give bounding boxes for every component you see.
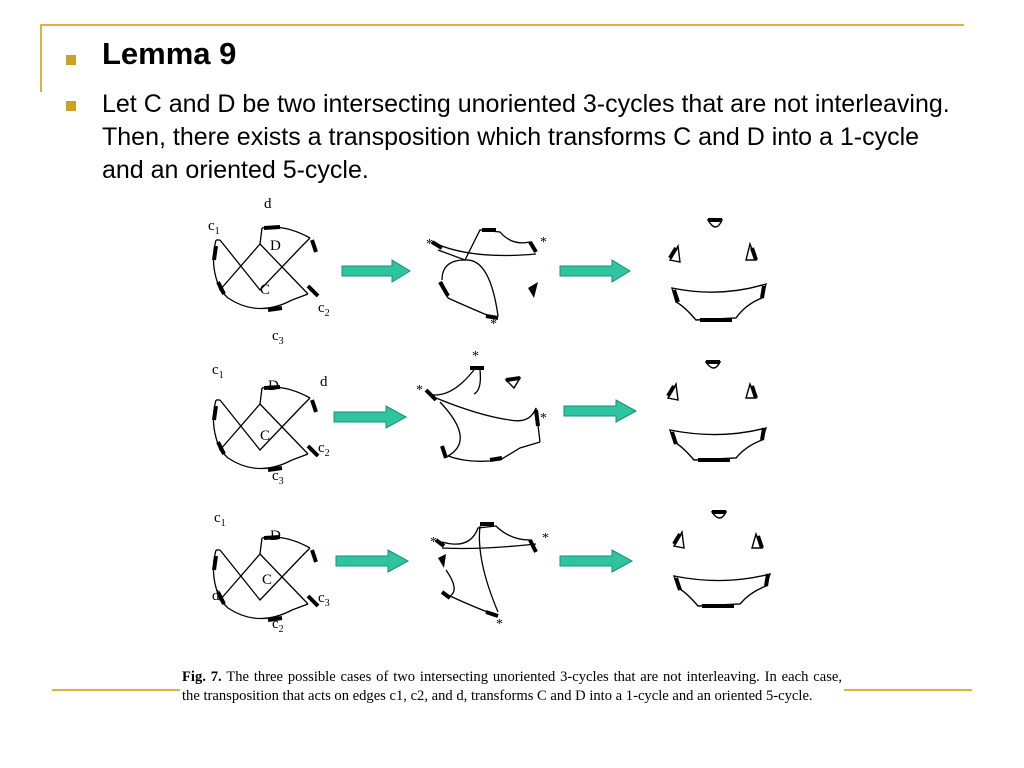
edge-ticks [212,535,320,622]
marker-star: * [426,237,433,252]
label-c2: c2 [272,616,284,635]
arrow-right-icon [333,405,408,429]
label-c1: c1 [208,218,220,237]
label-D: D [270,528,281,544]
top-rule [40,24,964,26]
marker-star: * [540,235,547,250]
result-cycles-diagram [666,361,768,461]
bottom-rule-right [844,689,972,691]
arrow-right-icon [559,259,631,283]
caption-text: The three possible cases of two intersec… [182,669,843,704]
label-D: D [270,238,281,254]
label-c3: c3 [272,328,284,347]
label-c3: c3 [272,468,284,487]
marker-star: * [430,535,437,550]
lemma-statement: Let C and D be two intersecting unorient… [102,90,950,184]
label-D: D [268,378,279,394]
marker-star: * [490,317,497,332]
edge-ticks [212,225,320,312]
one-cycle-shape [528,282,538,298]
label-d: d [320,374,328,390]
figure-row-3: c1 D C d c3 c2 * * * [212,510,772,635]
label-c1: c1 [214,510,226,529]
label-c2: c2 [318,300,330,319]
caption-label: Fig. 7. [182,669,222,685]
figure-caption: Fig. 7. The three possible cases of two … [182,668,842,706]
figure-row-1: c1 d D C c2 c3 * * * [208,196,768,347]
arrow-right-icon [559,549,634,573]
marker-star: * [472,349,479,364]
cycle-transformation-diagram: c1 d D C c2 c3 * * * [208,196,772,635]
label-c3: c3 [318,590,330,609]
label-C: C [260,428,270,444]
result-cycles-diagram [672,511,772,607]
bullet-square-icon [66,55,76,65]
figure-row-2: c1 d D C c2 c3 * * * [212,349,768,487]
marker-star: * [496,617,503,632]
intermediate-cycles-diagram [427,369,541,462]
label-d: d [264,196,272,212]
arrow-right-icon [563,399,638,423]
bullet-square-icon [66,101,76,111]
result-cycles-diagram [668,219,768,321]
slide-title: Lemma 9 [102,36,237,71]
left-rule [40,24,42,92]
label-c1: c1 [212,362,224,381]
label-d: d [212,588,220,604]
edge-ticks [212,385,320,472]
label-C: C [262,572,272,588]
marker-star: * [416,383,423,398]
bottom-rule-left [52,689,180,691]
marker-star: * [540,411,547,426]
label-C: C [260,282,270,298]
one-cycle-shape [438,554,446,568]
arrow-right-icon [335,549,410,573]
label-c2: c2 [318,440,330,459]
arrow-right-icon [341,259,411,283]
marker-star: * [542,531,549,546]
intermediate-cycles-diagram [431,229,537,319]
intermediate-cycles-diagram [441,525,537,617]
